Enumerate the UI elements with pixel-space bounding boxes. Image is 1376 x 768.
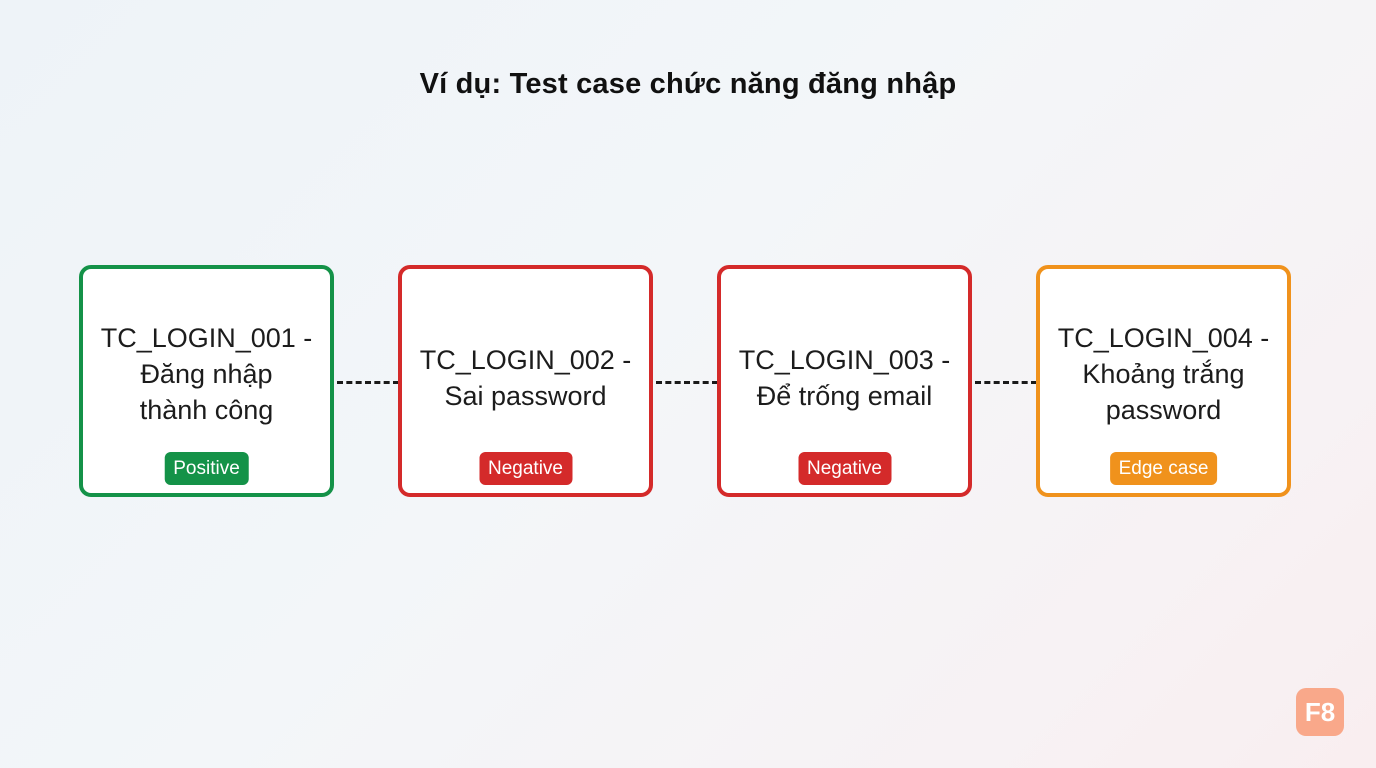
- test-case-title-line: Để trống email: [756, 381, 933, 411]
- badge-negative: Negative: [798, 452, 891, 485]
- test-case-title-line: Đăng nhập: [140, 359, 273, 389]
- test-case-title-line: thành công: [139, 395, 274, 425]
- badge-positive: Positive: [164, 452, 249, 485]
- diagram-title: Ví dụ: Test case chức năng đăng nhập: [419, 68, 957, 100]
- test-case-card-1: TC_LOGIN_001 - Đăng nhập thành công Posi…: [79, 265, 334, 497]
- test-case-title-line: TC_LOGIN_002 -: [419, 345, 632, 375]
- test-case-card-3: TC_LOGIN_003 - Để trống email Negative: [717, 265, 972, 497]
- test-case-title-line: password: [1105, 395, 1222, 425]
- test-case-title: TC_LOGIN_002 - Sai password: [402, 342, 649, 414]
- test-case-card-4: TC_LOGIN_004 - Khoảng trắng password Edg…: [1036, 265, 1291, 497]
- connector-1-2: [337, 381, 399, 384]
- test-case-title: TC_LOGIN_004 - Khoảng trắng password: [1040, 320, 1287, 428]
- badge-negative: Negative: [479, 452, 572, 485]
- test-case-title-line: Sai password: [444, 381, 607, 411]
- test-case-card-2: TC_LOGIN_002 - Sai password Negative: [398, 265, 653, 497]
- test-case-title-line: Khoảng trắng: [1082, 359, 1245, 389]
- test-case-title-line: TC_LOGIN_004 -: [1057, 323, 1270, 353]
- connector-3-4: [975, 381, 1037, 384]
- test-case-title-line: TC_LOGIN_003 -: [738, 345, 951, 375]
- test-case-title-line: TC_LOGIN_001 -: [100, 323, 313, 353]
- connector-2-3: [656, 381, 718, 384]
- f8-logo: F8: [1296, 688, 1344, 736]
- test-case-title: TC_LOGIN_001 - Đăng nhập thành công: [83, 320, 330, 428]
- test-case-title: TC_LOGIN_003 - Để trống email: [721, 342, 968, 414]
- badge-edge-case: Edge case: [1109, 452, 1218, 485]
